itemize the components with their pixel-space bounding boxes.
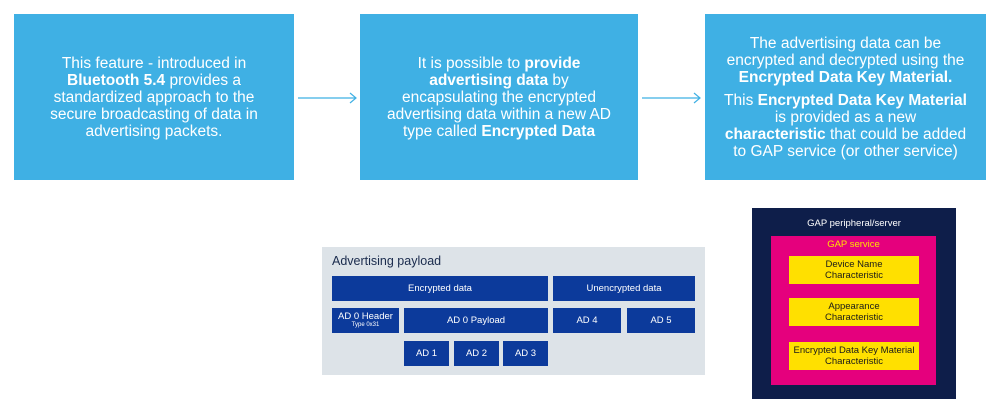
encapsulation-box: It is possible to provide advertising da…	[360, 14, 638, 180]
arrow-2	[642, 92, 701, 104]
device-name-characteristic: Device Name Characteristic	[789, 256, 919, 284]
ad0-header-cell: AD 0 Header Type 0x31	[332, 308, 399, 333]
encrypted-data-cell: Encrypted data	[332, 276, 548, 301]
gap-server-panel: GAP peripheral/server GAP service Device…	[752, 208, 956, 399]
ad0-payload-cell: AD 0 Payload	[404, 308, 548, 333]
ad0-header-type: Type 0x31	[351, 322, 380, 328]
intro-box: This feature - introduced in Bluetooth 5…	[14, 14, 294, 180]
payload-title: Advertising payload	[332, 254, 442, 268]
ad3-cell: AD 3	[503, 341, 548, 366]
ad1-cell: AD 1	[404, 341, 449, 366]
encrypted-data-key-material-characteristic: Encrypted Data Key Material Characterist…	[789, 342, 919, 370]
advertising-payload-panel: Advertising payload Encrypted data Unenc…	[322, 247, 705, 375]
key-material-box: The advertising data can be encrypted an…	[705, 14, 986, 180]
key-material-text-1: The advertising data can be encrypted an…	[726, 34, 965, 86]
ad5-cell: AD 5	[627, 308, 695, 333]
appearance-characteristic: Appearance Characteristic	[789, 298, 919, 326]
unencrypted-data-cell: Unencrypted data	[553, 276, 695, 301]
gap-service-box: GAP service Device Name Characteristic A…	[771, 236, 936, 385]
gap-service-title: GAP service	[827, 239, 880, 250]
arrow-1	[298, 92, 357, 104]
gap-title: GAP peripheral/server	[807, 218, 901, 229]
key-material-text-2: This Encrypted Data Key Material is prov…	[724, 91, 967, 160]
ad0-header-label: AD 0 Header	[338, 311, 393, 322]
ad4-cell: AD 4	[553, 308, 621, 333]
encapsulation-text: It is possible to provide advertising da…	[386, 54, 612, 140]
intro-text: This feature - introduced in Bluetooth 5…	[50, 54, 258, 140]
ad2-cell: AD 2	[454, 341, 499, 366]
